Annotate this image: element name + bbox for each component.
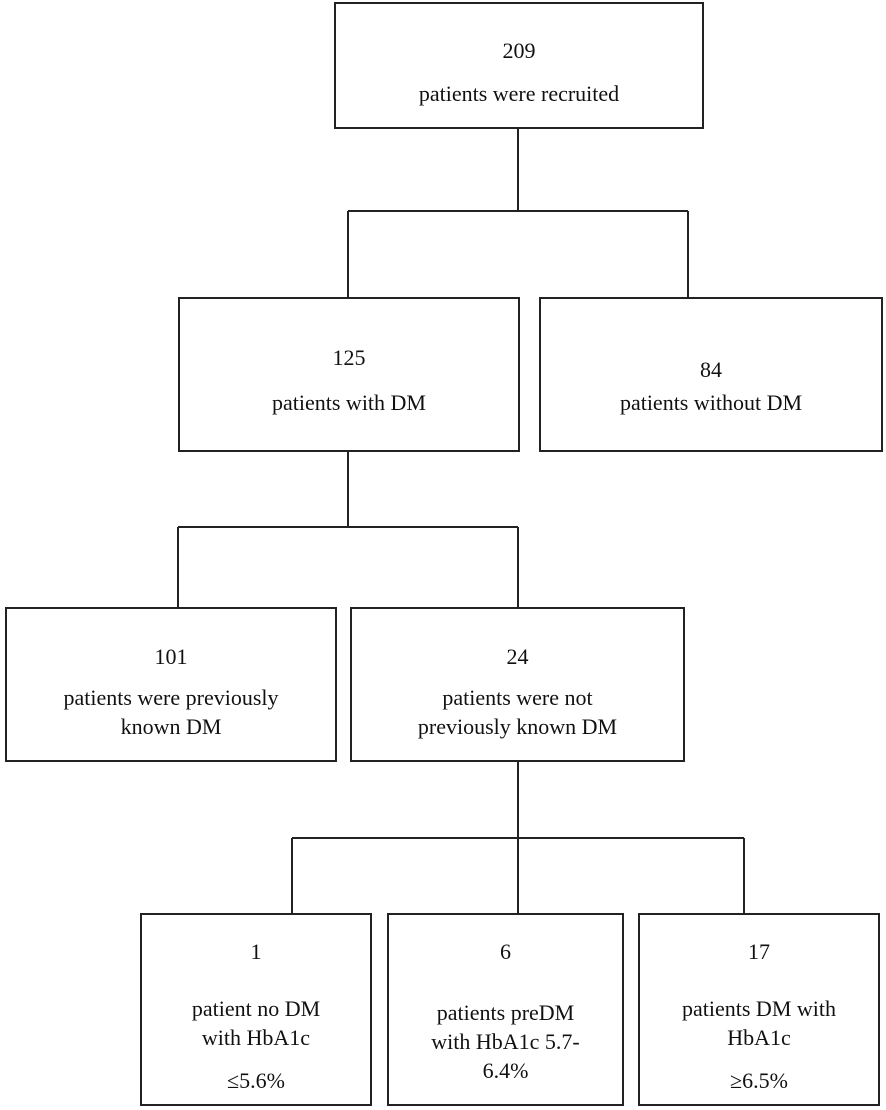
box-pre-dm-hba1c: 6 patients preDM with HbA1c 5.7- 6.4% [387, 913, 624, 1106]
without-dm-label: patients without DM [619, 390, 803, 415]
box-no-dm-hba1c: 1 patient no DM with HbA1c ≤5.6% [140, 913, 372, 1106]
pre-dm-count: 6 [500, 939, 511, 964]
box-previously-known-dm: 101 patients were previously known DM [5, 607, 337, 762]
box-dm-hba1c: 17 patients DM with HbA1c ≥6.5% [638, 913, 880, 1106]
not-previously-known-label-line2: previously known DM [417, 714, 618, 739]
not-previously-known-label-line1: patients were not [442, 685, 593, 710]
no-dm-threshold: ≤5.6% [227, 1068, 285, 1093]
previously-known-label-line2: known DM [120, 714, 222, 739]
pre-dm-label-line1: patients preDM [436, 1000, 575, 1025]
previously-known-count: 101 [154, 644, 188, 669]
dm-confirmed-label-line1: patients DM with [682, 996, 836, 1021]
dm-confirmed-count: 17 [748, 939, 770, 964]
dm-confirmed-label-line2: HbA1c [727, 1025, 791, 1050]
with-dm-count: 125 [332, 345, 366, 370]
pre-dm-label-line2: with HbA1c 5.7- [431, 1029, 580, 1054]
recruited-label: patients were recruited [418, 81, 620, 106]
not-previously-known-count: 24 [506, 644, 529, 669]
no-dm-count: 1 [250, 939, 262, 964]
box-patients-recruited: 209 patients were recruited [334, 2, 704, 129]
previously-known-label-line1: patients were previously [63, 685, 279, 710]
box-patients-with-dm: 125 patients with DM [178, 297, 520, 452]
pre-dm-label-line3: 6.4% [482, 1058, 529, 1083]
without-dm-count: 84 [700, 357, 722, 382]
dm-confirmed-threshold: ≥6.5% [730, 1068, 788, 1093]
no-dm-label-line2: with HbA1c [201, 1025, 311, 1050]
with-dm-label: patients with DM [272, 390, 426, 415]
box-not-previously-known-dm: 24 patients were not previously known DM [350, 607, 685, 762]
no-dm-label-line1: patient no DM [191, 996, 321, 1021]
box-patients-without-dm: 84 patients without DM [539, 297, 883, 452]
recruited-count: 209 [502, 38, 536, 63]
